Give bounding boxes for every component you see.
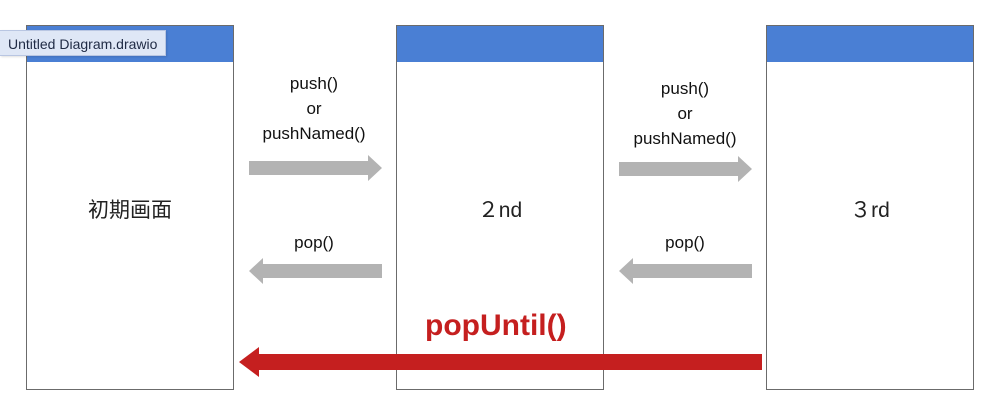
push-label-line1: push() — [289, 74, 339, 93]
screen-second[interactable]: ２nd — [396, 25, 604, 390]
screen-header-bar — [767, 26, 973, 62]
push-label-line1: push() — [660, 79, 710, 98]
pop-arrow-2[interactable] — [619, 258, 752, 284]
push-label-2: push() or pushNamed() — [622, 76, 748, 151]
push-arrow-1[interactable] — [249, 155, 382, 181]
file-tab[interactable]: Untitled Diagram.drawio — [0, 30, 167, 56]
pop-arrow-1[interactable] — [249, 258, 382, 284]
screen-label: 初期画面 — [88, 199, 172, 222]
pop-label-1: pop() — [294, 233, 334, 252]
push-arrow-2[interactable] — [619, 156, 752, 182]
pop-until-arrow[interactable] — [239, 347, 762, 377]
push-label-line2: or — [306, 99, 322, 118]
screen-label: ２nd — [477, 199, 523, 222]
push-label-line3: pushNamed() — [633, 129, 737, 148]
push-label-1: push() or pushNamed() — [252, 71, 376, 146]
pop-label-2: pop() — [665, 233, 705, 252]
push-label-line3: pushNamed() — [262, 124, 366, 143]
screen-header-bar — [397, 26, 603, 62]
screen-label: ３rd — [850, 199, 890, 222]
pop-until-label: popUntil() — [425, 309, 567, 342]
push-label-line2: or — [677, 104, 693, 123]
screen-third[interactable]: ３rd — [766, 25, 974, 390]
